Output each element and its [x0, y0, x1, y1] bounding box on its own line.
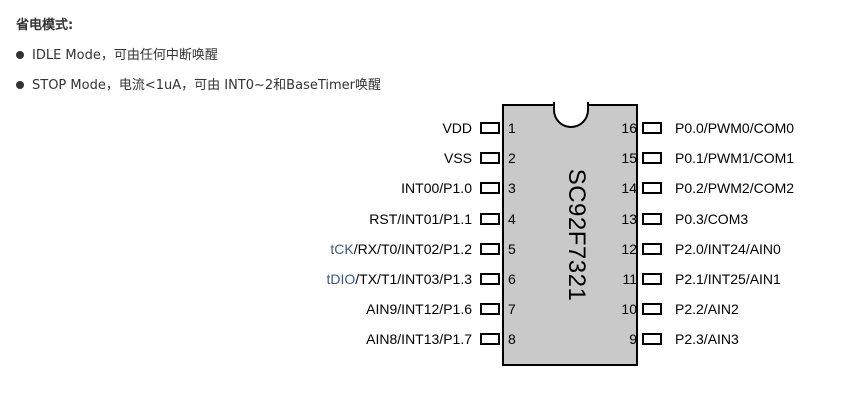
pin-box-left — [480, 242, 500, 255]
pin-label-right: P2.3/AIN3 — [675, 331, 739, 348]
pin-number-left: 2 — [508, 150, 516, 167]
pin-label-right: P0.3/COM3 — [675, 210, 749, 227]
pin-label-text: AIN8/INT13/P1.7 — [366, 331, 472, 348]
bullet-text: IDLE Mode，可由任何中断唤醒 — [32, 48, 218, 63]
pin-box-left — [480, 333, 500, 346]
pin-number-right: 15 — [621, 150, 637, 167]
pin-label-right: P2.0/INT24/AIN0 — [675, 240, 781, 257]
pin-box-right — [642, 273, 662, 285]
bullet-stop-mode: STOP Mode，电流<1uA，可由 INT0~2和BaseTimer唤醒 — [16, 74, 381, 93]
pin-box-left — [480, 182, 500, 195]
pin-box-right — [642, 122, 662, 134]
pin-label-left: tDIO/TX/T1/INT03/P1.3 — [327, 271, 473, 287]
pin-number-right: 13 — [621, 210, 637, 227]
pin-box-right — [642, 212, 662, 225]
bullet-text: STOP Mode，电流<1uA，可由 INT0~2和BaseTimer唤醒 — [32, 78, 381, 93]
pin-label-text: RST/INT01/P1.1 — [369, 210, 472, 227]
bullet-dot-icon — [16, 80, 24, 89]
pin-number-right: 14 — [621, 180, 637, 197]
pin-number-left: 1 — [508, 120, 516, 136]
chip-notch — [553, 102, 589, 128]
pin-box-right — [642, 242, 662, 255]
pin-box-right — [642, 152, 662, 165]
pin-number-right: 16 — [621, 120, 637, 136]
pin-label-text: AIN9/INT12/P1.6 — [366, 301, 472, 318]
pin-label-text: VDD — [442, 120, 472, 136]
pin-label-left: INT00/P1.0 — [401, 180, 472, 196]
pin-label-right: P2.2/AIN2 — [675, 301, 739, 318]
pin-box-left — [480, 303, 500, 316]
pin-box-left — [480, 152, 500, 165]
pin-number-left: 4 — [508, 210, 516, 227]
pin-label-right: P0.1/PWM1/COM1 — [675, 150, 795, 167]
pin-number-left: 8 — [508, 331, 516, 348]
pin-label-text: /TX/T1/INT03/P1.3 — [355, 271, 472, 287]
pin-box-right — [642, 333, 662, 346]
pin-label-text: /RX/T0/INT02/P1.2 — [353, 240, 472, 257]
pin-number-right: 10 — [621, 301, 637, 318]
pin-label-left: AIN8/INT13/P1.7 — [366, 331, 472, 347]
pin-number-left: 7 — [508, 301, 516, 318]
pin-label-right: P0.0/PWM0/COM0 — [675, 120, 795, 136]
pin-number-right: 9 — [629, 331, 637, 348]
pin-box-left — [480, 212, 500, 225]
pin-number-left: 5 — [508, 240, 516, 257]
pin-label-left: AIN9/INT12/P1.6 — [366, 301, 472, 317]
power-saving-heading: 省电模式: — [16, 18, 74, 33]
bullet-idle-mode: IDLE Mode，可由任何中断唤醒 — [16, 44, 218, 63]
pin-number-left: 3 — [508, 180, 516, 197]
pin-label-prefix: tDIO — [326, 271, 356, 287]
pin-number-left: 6 — [508, 271, 516, 287]
pin-box-right — [642, 182, 662, 195]
pin-label-left: tCK/RX/T0/INT02/P1.2 — [330, 241, 472, 257]
pin-label-text: VSS — [443, 150, 472, 167]
pin-box-right — [642, 303, 662, 316]
pin-number-right: 12 — [621, 240, 637, 257]
pin-label-left: RST/INT01/P1.1 — [369, 211, 472, 227]
bullet-dot-icon — [16, 50, 24, 59]
pin-box-left — [480, 122, 500, 134]
pin-label-left: VSS — [444, 150, 472, 166]
pin-label-right: P0.2/PWM2/COM2 — [675, 180, 795, 197]
pin-number-right: 11 — [622, 271, 637, 287]
pin-box-left — [480, 273, 500, 285]
chip-part-number: SC92F7321 — [563, 168, 590, 302]
pin-label-left: VDD — [442, 120, 472, 136]
chip-body — [502, 104, 638, 366]
pin-label-prefix: tCK — [330, 240, 354, 257]
pin-label-text: INT00/P1.0 — [401, 180, 472, 197]
pin-label-right: P2.1/INT25/AIN1 — [675, 271, 781, 287]
